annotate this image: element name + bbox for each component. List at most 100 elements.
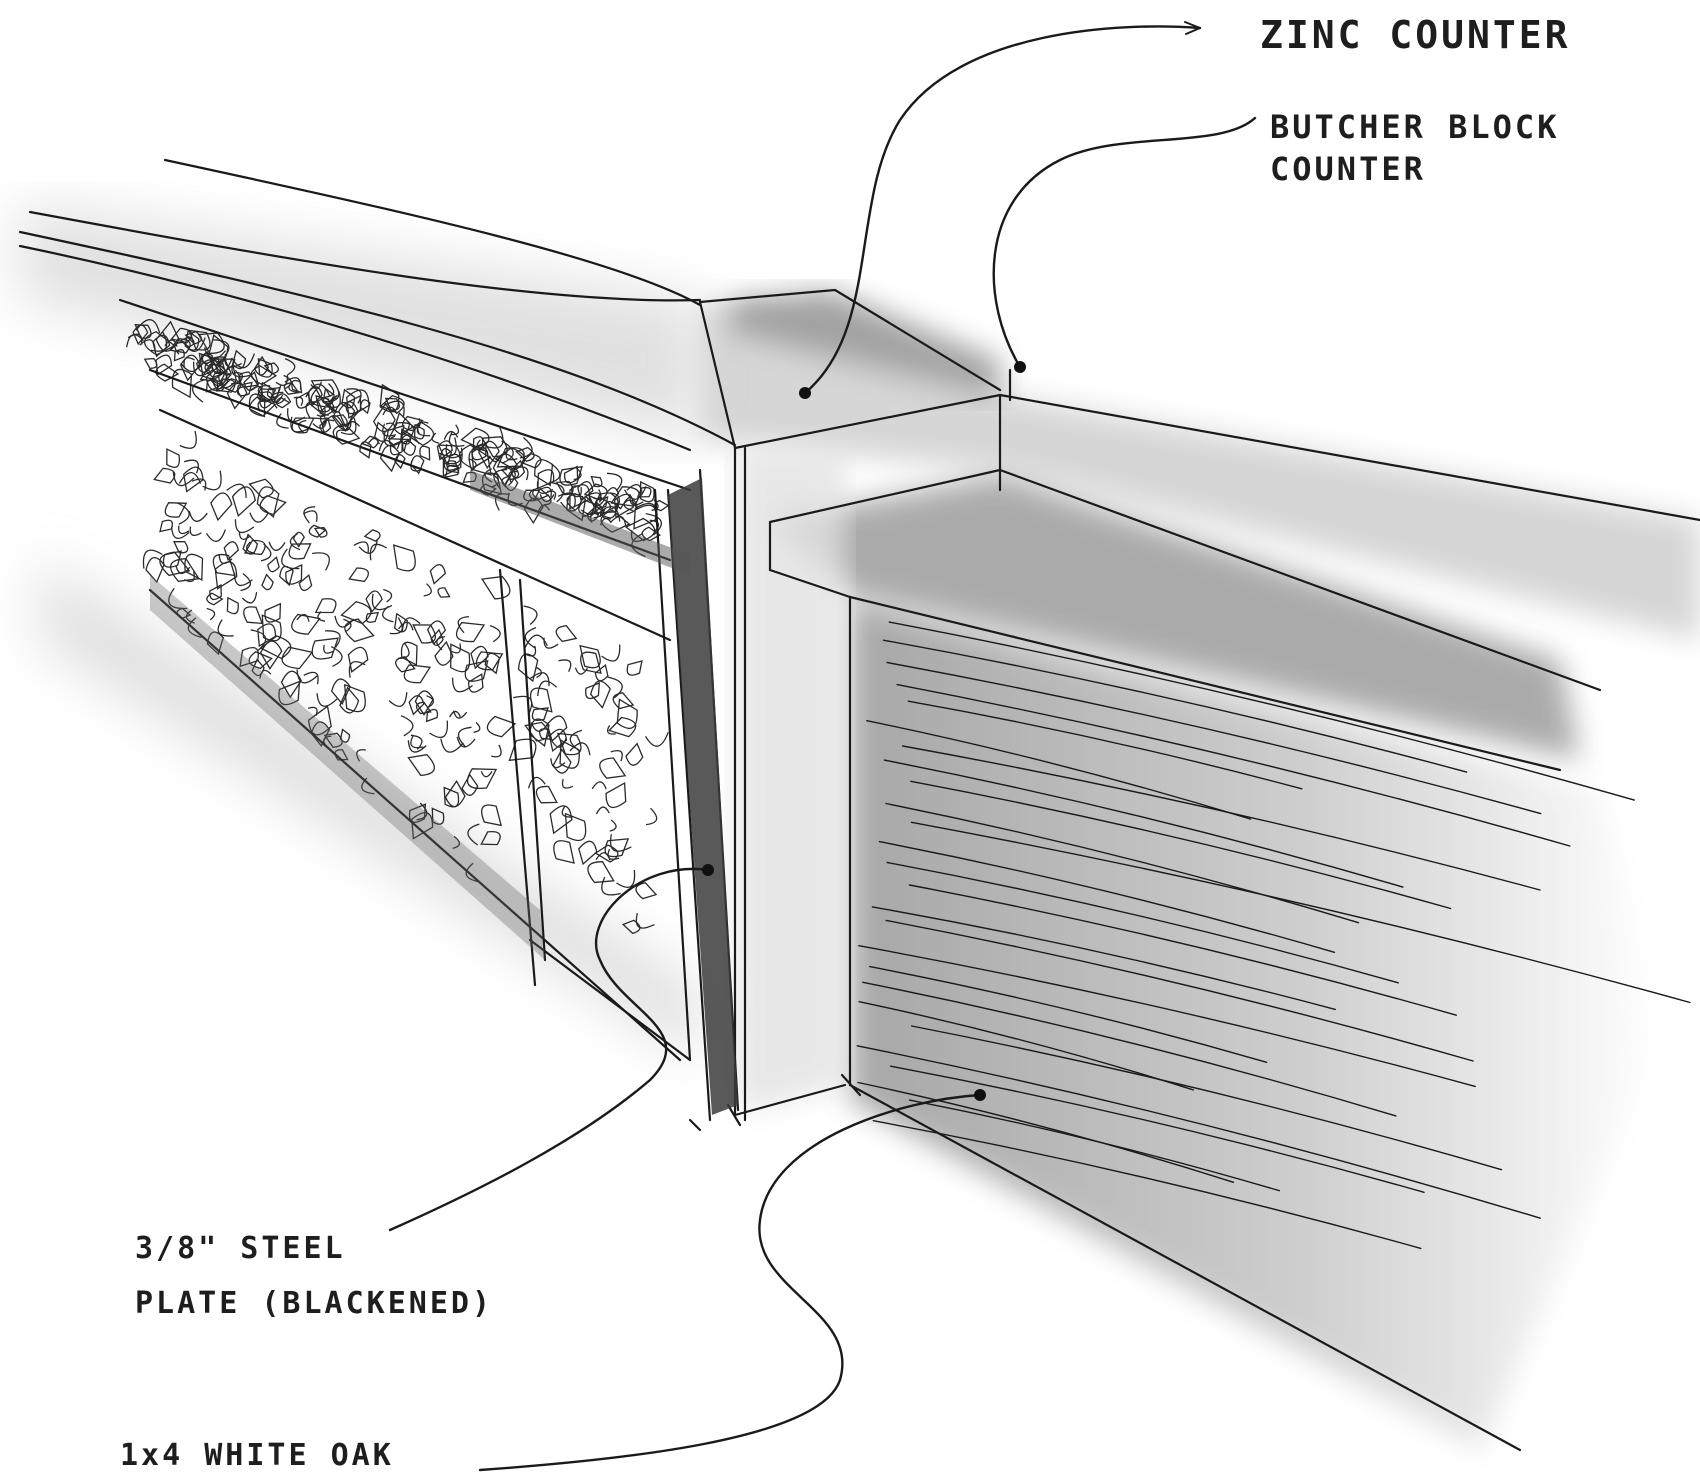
perforation-mark (426, 620, 447, 646)
perforation-mark (457, 726, 472, 748)
perforation-mark (303, 506, 316, 524)
perforation-mark (440, 738, 464, 753)
perforation-mark (535, 666, 543, 679)
perforation-mark (278, 680, 301, 706)
counter-linework (18, 158, 1700, 1452)
perforation-mark (394, 454, 406, 470)
perforation-mark (361, 435, 379, 449)
perforation-mark (410, 735, 424, 749)
perforation-mark (468, 448, 492, 476)
perforation-mark (127, 333, 143, 345)
perforation-mark (171, 368, 193, 399)
perforation-mark (162, 550, 182, 568)
perforation-mark (444, 464, 460, 479)
perforation-mark (210, 492, 233, 522)
perforation-mark (599, 757, 627, 779)
perforation-mark (608, 716, 637, 738)
perforation-mark (198, 352, 221, 380)
oak-grain (856, 621, 1691, 1250)
perforation-mark (403, 438, 417, 456)
perforation-mark (143, 330, 176, 356)
perforation-mark (338, 419, 352, 431)
perforation-mark (401, 617, 421, 633)
perforation-mark (517, 653, 539, 683)
perforation-mark (145, 557, 165, 584)
shading (20, 205, 1700, 1450)
perforation-mark (395, 656, 416, 673)
perforation-mark (383, 424, 405, 447)
perforation-mark (561, 805, 573, 818)
perforation-mark (524, 626, 537, 649)
perforation-mark (303, 671, 319, 685)
oak-label: 1x4 WHITE OAK (120, 1438, 394, 1473)
perforation-mark (243, 371, 260, 392)
perforation-mark (323, 644, 334, 654)
blackened-steel-frame (150, 470, 738, 1115)
perforation-mark (259, 494, 287, 516)
perforation-mark (546, 715, 568, 743)
perforation-mark (226, 596, 239, 615)
perforation-mark (402, 421, 435, 447)
perforation-mark (480, 575, 511, 600)
perforation-mark (164, 502, 188, 518)
perforation-mark (414, 690, 435, 716)
perforation-mark (486, 715, 517, 738)
perforation-mark (468, 458, 477, 472)
perforation-mark (443, 786, 460, 808)
perforation-mark (341, 388, 356, 409)
perforation-mark (263, 362, 279, 375)
perforation-mark (212, 554, 236, 577)
perforation-mark (446, 460, 460, 474)
perforation-mark (644, 732, 669, 747)
perforation-mark (188, 511, 208, 522)
perforation-mark (261, 573, 274, 591)
perforation-mark (142, 549, 163, 569)
perforation-mark (293, 396, 304, 406)
perforation-mark (596, 506, 621, 522)
perforation-mark (472, 436, 484, 449)
perforation-mark (260, 543, 272, 562)
perforation-mark (535, 785, 558, 804)
perforation-mark (553, 840, 575, 864)
perforation-mark (461, 773, 479, 796)
perforation-mark (205, 529, 226, 542)
perforation-mark (233, 572, 253, 587)
perforation-mark (298, 573, 313, 592)
perforation-mark (206, 631, 225, 656)
oak-grain-line (883, 759, 1404, 888)
perforation-mark (525, 645, 537, 657)
perforation-mark (606, 472, 623, 492)
perforation-mark (325, 391, 341, 408)
perforation-mark (415, 701, 432, 715)
perforation-mark (601, 644, 621, 662)
perforation-mark (257, 388, 277, 402)
perforation-mark (451, 643, 462, 654)
perforation-mark (331, 414, 348, 428)
perforation-mark (379, 383, 400, 413)
perforation-mark (168, 587, 188, 610)
perforation-mark (347, 646, 369, 673)
perforation-mark (172, 472, 195, 487)
perforation-mark (538, 728, 552, 740)
perforation-mark (296, 613, 310, 622)
perforation-mark (456, 736, 476, 748)
perforation-mark (419, 445, 431, 461)
perforation-mark (481, 804, 502, 827)
perforation-mark (610, 486, 640, 507)
perforation-mark (314, 598, 337, 614)
perforation-mark (416, 802, 428, 821)
oak-grain-line (858, 945, 1476, 1088)
perforation-mark (621, 919, 641, 935)
perforation-mark (606, 725, 616, 735)
perforation-mark (253, 355, 270, 376)
butcher-label: BUTCHER BLOCK COUNTER (1270, 108, 1582, 188)
perforation-mark (319, 414, 329, 425)
perforation-mark (305, 401, 327, 420)
perforation-mark (471, 446, 489, 469)
perforation-mark (296, 669, 318, 684)
perforation-mark (431, 807, 445, 825)
perforation-mark (172, 540, 189, 554)
perforation-mark (283, 382, 300, 395)
perforation-mark (529, 687, 553, 713)
perforation-mark (585, 682, 601, 700)
